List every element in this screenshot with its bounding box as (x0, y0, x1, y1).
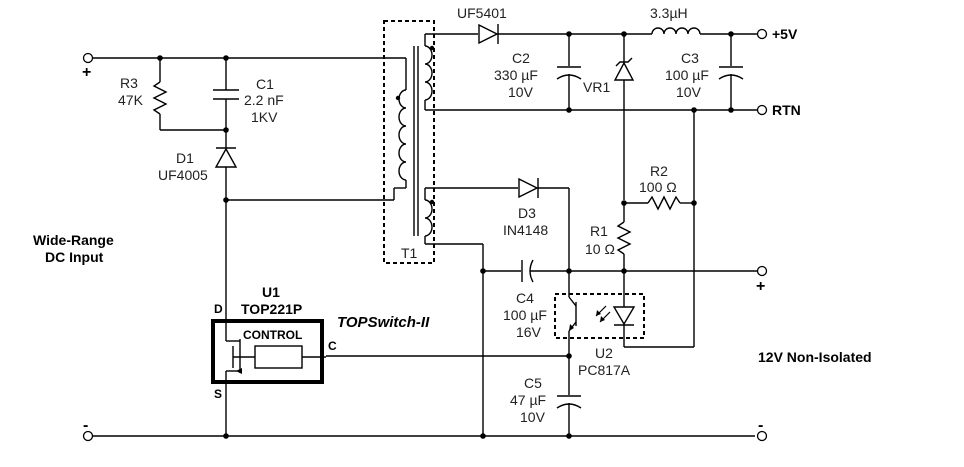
u1-pin-d: D (214, 302, 223, 316)
u1-control-label: CONTROL (243, 328, 302, 342)
u1-pin-s: S (214, 387, 222, 401)
optocoupler-u2 (554, 290, 694, 356)
d3-ref: D3 (518, 205, 536, 221)
r1-ref: R1 (590, 223, 608, 239)
clamp-network (152, 58, 394, 318)
transformer-t1 (383, 20, 435, 264)
r1-resistor (616, 221, 632, 255)
input-minus-sign: - (83, 417, 88, 434)
u2-outline (554, 293, 645, 339)
plus5v-label: +5V (772, 26, 798, 42)
u1-part: TOP221P (241, 301, 302, 317)
r2-ref: R2 (650, 163, 668, 179)
r3-ref: R3 (120, 75, 138, 91)
d2-part: UF5401 (457, 5, 507, 21)
c2-ref: C2 (512, 50, 530, 66)
input-label-line1: Wide-Range (33, 232, 114, 248)
c5-value: 47 µF (510, 392, 546, 408)
rtn-terminal[interactable] (756, 104, 768, 116)
vr1-ref: VR1 (583, 79, 610, 95)
c3-ref: C3 (681, 50, 699, 66)
aux-minus-sign: - (758, 417, 763, 434)
r3-resistor (152, 81, 168, 115)
t1-primary-winding (398, 89, 407, 181)
rtn-label: RTN (772, 102, 801, 118)
c5-rating: 10V (520, 409, 546, 425)
plus5v-terminal[interactable] (756, 28, 768, 40)
d1-ref: D1 (176, 150, 194, 166)
nonisolated-label: 12V Non-Isolated (758, 349, 872, 365)
t1-outline (383, 20, 435, 264)
u2-led (612, 306, 636, 326)
d3-part: IN4148 (503, 222, 548, 238)
input-plus-sign: + (82, 64, 91, 81)
c3-rating: 10V (676, 84, 702, 100)
u1-ref: U1 (262, 284, 280, 300)
output-5v-section (424, 23, 758, 200)
c3-value: 100 µF (665, 67, 709, 83)
aux-section (424, 177, 758, 436)
ic-u1: CONTROL (211, 318, 326, 436)
c4-rating: 16V (516, 324, 542, 340)
r2-resistor (647, 195, 681, 211)
d1-diode (214, 147, 238, 168)
input-label-line2: DC Input (45, 249, 104, 265)
l1-value: 3.3µH (650, 5, 688, 21)
input-rails (92, 57, 755, 437)
vr1-zener (613, 61, 635, 81)
c4-value: 100 µF (503, 307, 547, 323)
u2-ref: U2 (595, 345, 613, 361)
u1-pin-c: C (328, 339, 337, 353)
c1-ref: C1 (256, 76, 274, 92)
c1-value: 2.2 nF (244, 92, 284, 108)
t1-secondary-5v (424, 45, 433, 101)
d1-part: UF4005 (158, 167, 208, 183)
r3-value: 47K (118, 92, 144, 108)
c4-ref: C4 (516, 290, 534, 306)
control-line (326, 355, 582, 436)
aux-plus-sign: + (756, 278, 765, 295)
input-plus-terminal[interactable] (82, 52, 94, 64)
aux-minus-terminal[interactable] (756, 430, 768, 442)
aux-plus-terminal[interactable] (756, 265, 768, 277)
d3-diode (518, 177, 539, 199)
r2-value: 100 Ω (639, 179, 677, 195)
u2-part: PC817A (578, 362, 631, 378)
c5-ref: C5 (524, 375, 542, 391)
t1-secondary-aux (424, 199, 433, 237)
c2-rating: 10V (508, 84, 534, 100)
c2-value: 330 µF (494, 67, 538, 83)
c1-rating: 1KV (251, 109, 278, 125)
d2-diode (478, 23, 499, 45)
input-minus-terminal[interactable] (82, 430, 94, 442)
u1-control-block (254, 345, 303, 369)
feedback-network (616, 110, 695, 347)
u1-family: TOPSwitch-II (337, 314, 430, 331)
r1-value: 10 Ω (585, 241, 615, 257)
u1-body (211, 319, 324, 384)
l1-inductor (651, 27, 701, 35)
t1-ref: T1 (401, 245, 418, 261)
